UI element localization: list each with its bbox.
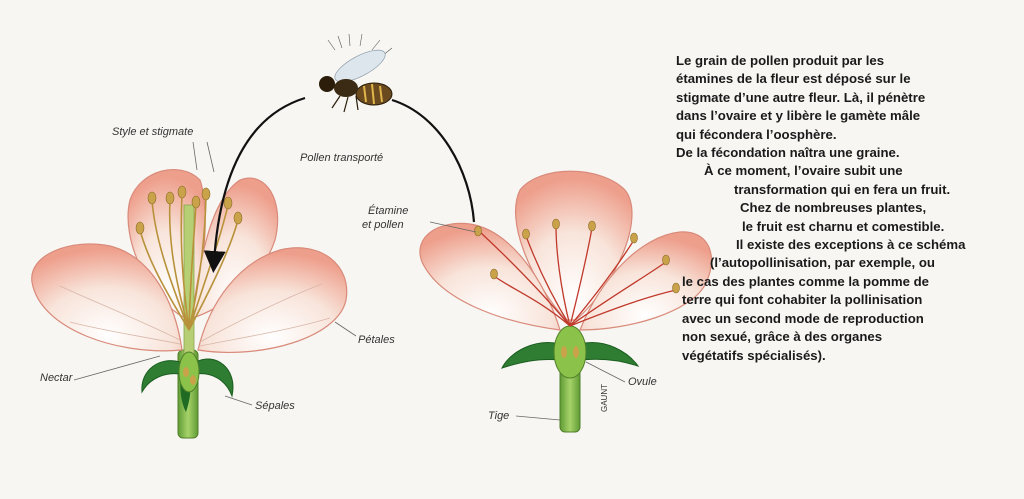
caption-text: Le grain de pollen produit par les étami…: [676, 52, 1021, 365]
caption-line: transformation qui en fera un fruit.: [676, 181, 1021, 199]
caption-line: le fruit est charnu et comestible.: [676, 218, 1021, 236]
caption-line: Il existe des exceptions à ce schéma: [676, 236, 1021, 254]
left-pistil-style: [184, 205, 194, 355]
insect-legs: [332, 96, 358, 112]
label-sepales: Sépales: [255, 400, 295, 413]
caption-line: qui fécondera l’oosphère.: [676, 126, 1021, 144]
right-sepal-left: [502, 343, 560, 368]
right-sepal-right: [580, 343, 638, 366]
label-tige: Tige: [488, 410, 509, 423]
label-ovule: Ovule: [628, 376, 657, 389]
caption-line: De la fécondation naîtra une graine.: [676, 144, 1021, 162]
caption-line: avec un second mode de reproduction: [676, 310, 1021, 328]
insect-head: [319, 76, 335, 92]
caption-line: étamines de la fleur est déposé sur le: [676, 70, 1021, 88]
label-etamine: Étamine: [368, 205, 408, 218]
label-petales: Pétales: [358, 334, 395, 347]
arrow-right-flower-to-insect: [392, 100, 474, 222]
caption-line: végétatifs spécialisés).: [676, 347, 1021, 365]
left-sepal-left: [142, 361, 180, 392]
caption-line: dans l’ovaire et y libère le gamète mâle: [676, 107, 1021, 125]
caption-line: non sexué, grâce à des organes: [676, 328, 1021, 346]
insect: [319, 34, 392, 112]
label-pollen-transporte: Pollen transporté: [300, 152, 383, 165]
caption-line: À ce moment, l’ovaire subit une: [676, 162, 1021, 180]
artist-signature: GAUNT: [598, 384, 611, 412]
right-flower: [420, 171, 712, 432]
left-flower: [32, 142, 356, 438]
caption-line: terre qui font cohabiter la pollinisatio…: [676, 291, 1021, 309]
caption-line: Le grain de pollen produit par les: [676, 52, 1021, 70]
caption-line: (l’autopollinisation, par exemple, ou: [676, 254, 1021, 272]
caption-line: Chez de nombreuses plantes,: [676, 199, 1021, 217]
insect-thorax: [334, 79, 358, 97]
caption-line: stigmate d’une autre fleur. Là, il pénèt…: [676, 89, 1021, 107]
label-style-stigmate: Style et stigmate: [112, 126, 193, 139]
right-ovary: [554, 326, 586, 378]
label-nectar: Nectar: [40, 372, 72, 385]
left-sepal-right: [196, 359, 233, 396]
caption-line: le cas des plantes comme la pomme de: [676, 273, 1021, 291]
label-et-pollen: et pollen: [362, 219, 404, 232]
